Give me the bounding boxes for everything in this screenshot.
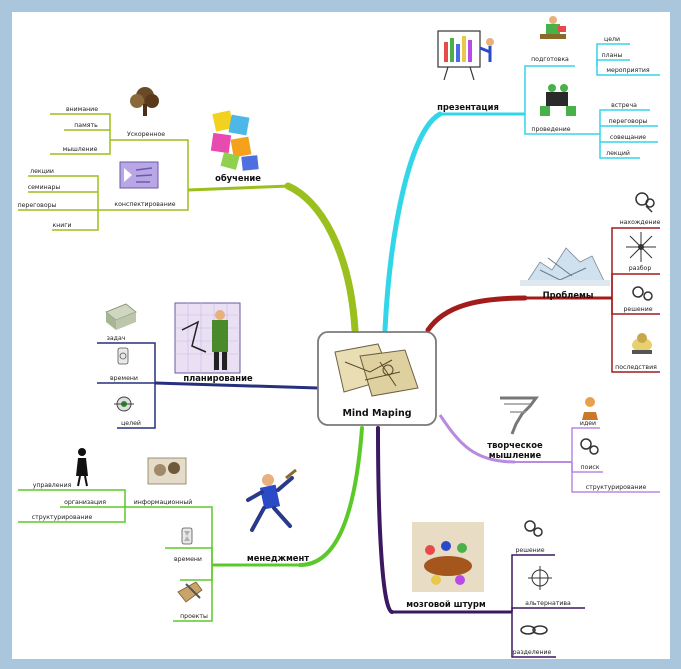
tornado-icon [500, 396, 539, 435]
leaf-organization: организация [64, 499, 106, 506]
node-label-note-taking: конспектирование [114, 201, 175, 208]
branch-curve-learning [284, 182, 359, 334]
leaf-plans: планы [602, 52, 623, 59]
leaf-management: управления [33, 482, 72, 489]
leaf-events: мероприятия [606, 67, 650, 74]
leaf-projects: проекты [180, 613, 208, 620]
branch-title-problems: Проблемы [543, 290, 594, 300]
leaf-consequences: последствия [615, 364, 657, 371]
branch-curve-creative [438, 414, 516, 464]
brainstorm-meeting-icon [412, 522, 484, 592]
mind-map-canvas: Mind Maping обучение Ускоренное внимание… [12, 12, 670, 659]
leaf-analysis: разбор [629, 264, 652, 272]
compass-icon [528, 566, 552, 590]
branch-curve-management [298, 426, 364, 567]
tree-icon [130, 87, 159, 116]
connectors-learning [18, 113, 189, 231]
branch-curve-brainstorm [376, 426, 394, 614]
person-silhouette-icon [76, 448, 88, 487]
branch-title-planning: планирование [183, 373, 253, 383]
running-man-icon [246, 468, 297, 532]
leaf-conference: совещание [610, 134, 646, 141]
center-node[interactable]: Mind Maping [317, 331, 437, 426]
branch-curve-planning [154, 381, 319, 390]
meeting-people-icon [540, 84, 576, 116]
connectors-presentation [524, 43, 660, 159]
mind-map-diagram: Mind Maping обучение Ускоренное внимание… [18, 16, 661, 658]
problem-landscape-icon [520, 247, 610, 286]
presentation-board-icon [437, 30, 494, 81]
node-label-conducting: проведение [531, 126, 570, 133]
leaf-memory: память [74, 122, 98, 129]
connectors-management [18, 489, 213, 622]
target-icon [114, 396, 134, 412]
chain-icon [520, 625, 548, 635]
leaf-division: разделение [513, 649, 552, 656]
leaf-tasks: задач [107, 335, 126, 342]
map-icon [334, 343, 419, 397]
branch-curve-problems [425, 295, 528, 333]
node-label-accelerated: Ускоренное [127, 131, 165, 138]
underline-learning [187, 184, 291, 192]
gears-brainstorm-icon [524, 520, 543, 537]
search-gears-icon [580, 438, 599, 455]
planning-board-icon [174, 302, 241, 374]
leaf-finding: нахождение [620, 219, 661, 226]
leaf-lectures: лекции [30, 168, 54, 175]
person-desk-icon [540, 16, 566, 39]
leaf-solution: решение [623, 306, 652, 313]
magnifier-icon [635, 192, 655, 213]
leaf-books: книги [52, 222, 71, 229]
branch-title-presentation: презентация [437, 102, 499, 112]
connectors-brainstorm [511, 554, 585, 658]
leaf-time: времени [110, 375, 138, 382]
node-label-informational: информационный [134, 498, 193, 506]
node-label-preparation: подготовка [531, 56, 569, 63]
lightbulb-person-icon [582, 397, 598, 420]
leaf-negotiations-presentation: переговоры [609, 118, 648, 125]
leaf-alternative: альтернатива [525, 600, 571, 607]
puzzle-icon [210, 110, 259, 171]
tools-icon [177, 581, 203, 603]
leaf-goals: целей [121, 419, 141, 427]
branch-title-learning: обучение [215, 173, 261, 183]
leaf-time-management: времени [174, 556, 202, 563]
leaf-meeting: встреча [611, 102, 637, 109]
branch-title-brainstorm: мозговой штурм [406, 599, 486, 609]
connectors-problems [611, 227, 660, 373]
leaf-decision: решение [515, 547, 544, 554]
info-cloud-icon [147, 457, 187, 485]
branch-title-creative-line2: мышление [489, 450, 542, 460]
leaf-ideas: идеи [580, 420, 596, 427]
clock-icon [117, 347, 129, 365]
leaf-structuring-creative: структурирование [586, 484, 647, 491]
leaf-goals-presentation: цели [604, 36, 620, 43]
leaf-search: поиск [581, 464, 600, 471]
leaf-structuring: структурирование [32, 514, 93, 521]
branch-title-creative-line1: творческое [487, 440, 543, 450]
gears-icon [632, 286, 653, 301]
leaf-lectures-presentation: лекций [606, 149, 630, 157]
connectors-planning [97, 342, 156, 429]
branch-curve-presentation [382, 111, 443, 333]
center-title: Mind Maping [342, 408, 411, 419]
network-icon [626, 232, 656, 262]
notebook-icon [119, 161, 159, 189]
leaf-attention: внимание [66, 106, 98, 113]
branch-title-management: менеджмент [247, 553, 309, 563]
hourglass-icon [181, 527, 193, 545]
consequences-icon [632, 333, 652, 354]
leaf-thinking: мышление [63, 146, 98, 153]
leaf-seminars: семинары [28, 184, 61, 191]
leaf-negotiations: переговоры [18, 202, 57, 209]
connectors-creative [571, 427, 660, 493]
blocks-icon [105, 303, 137, 330]
